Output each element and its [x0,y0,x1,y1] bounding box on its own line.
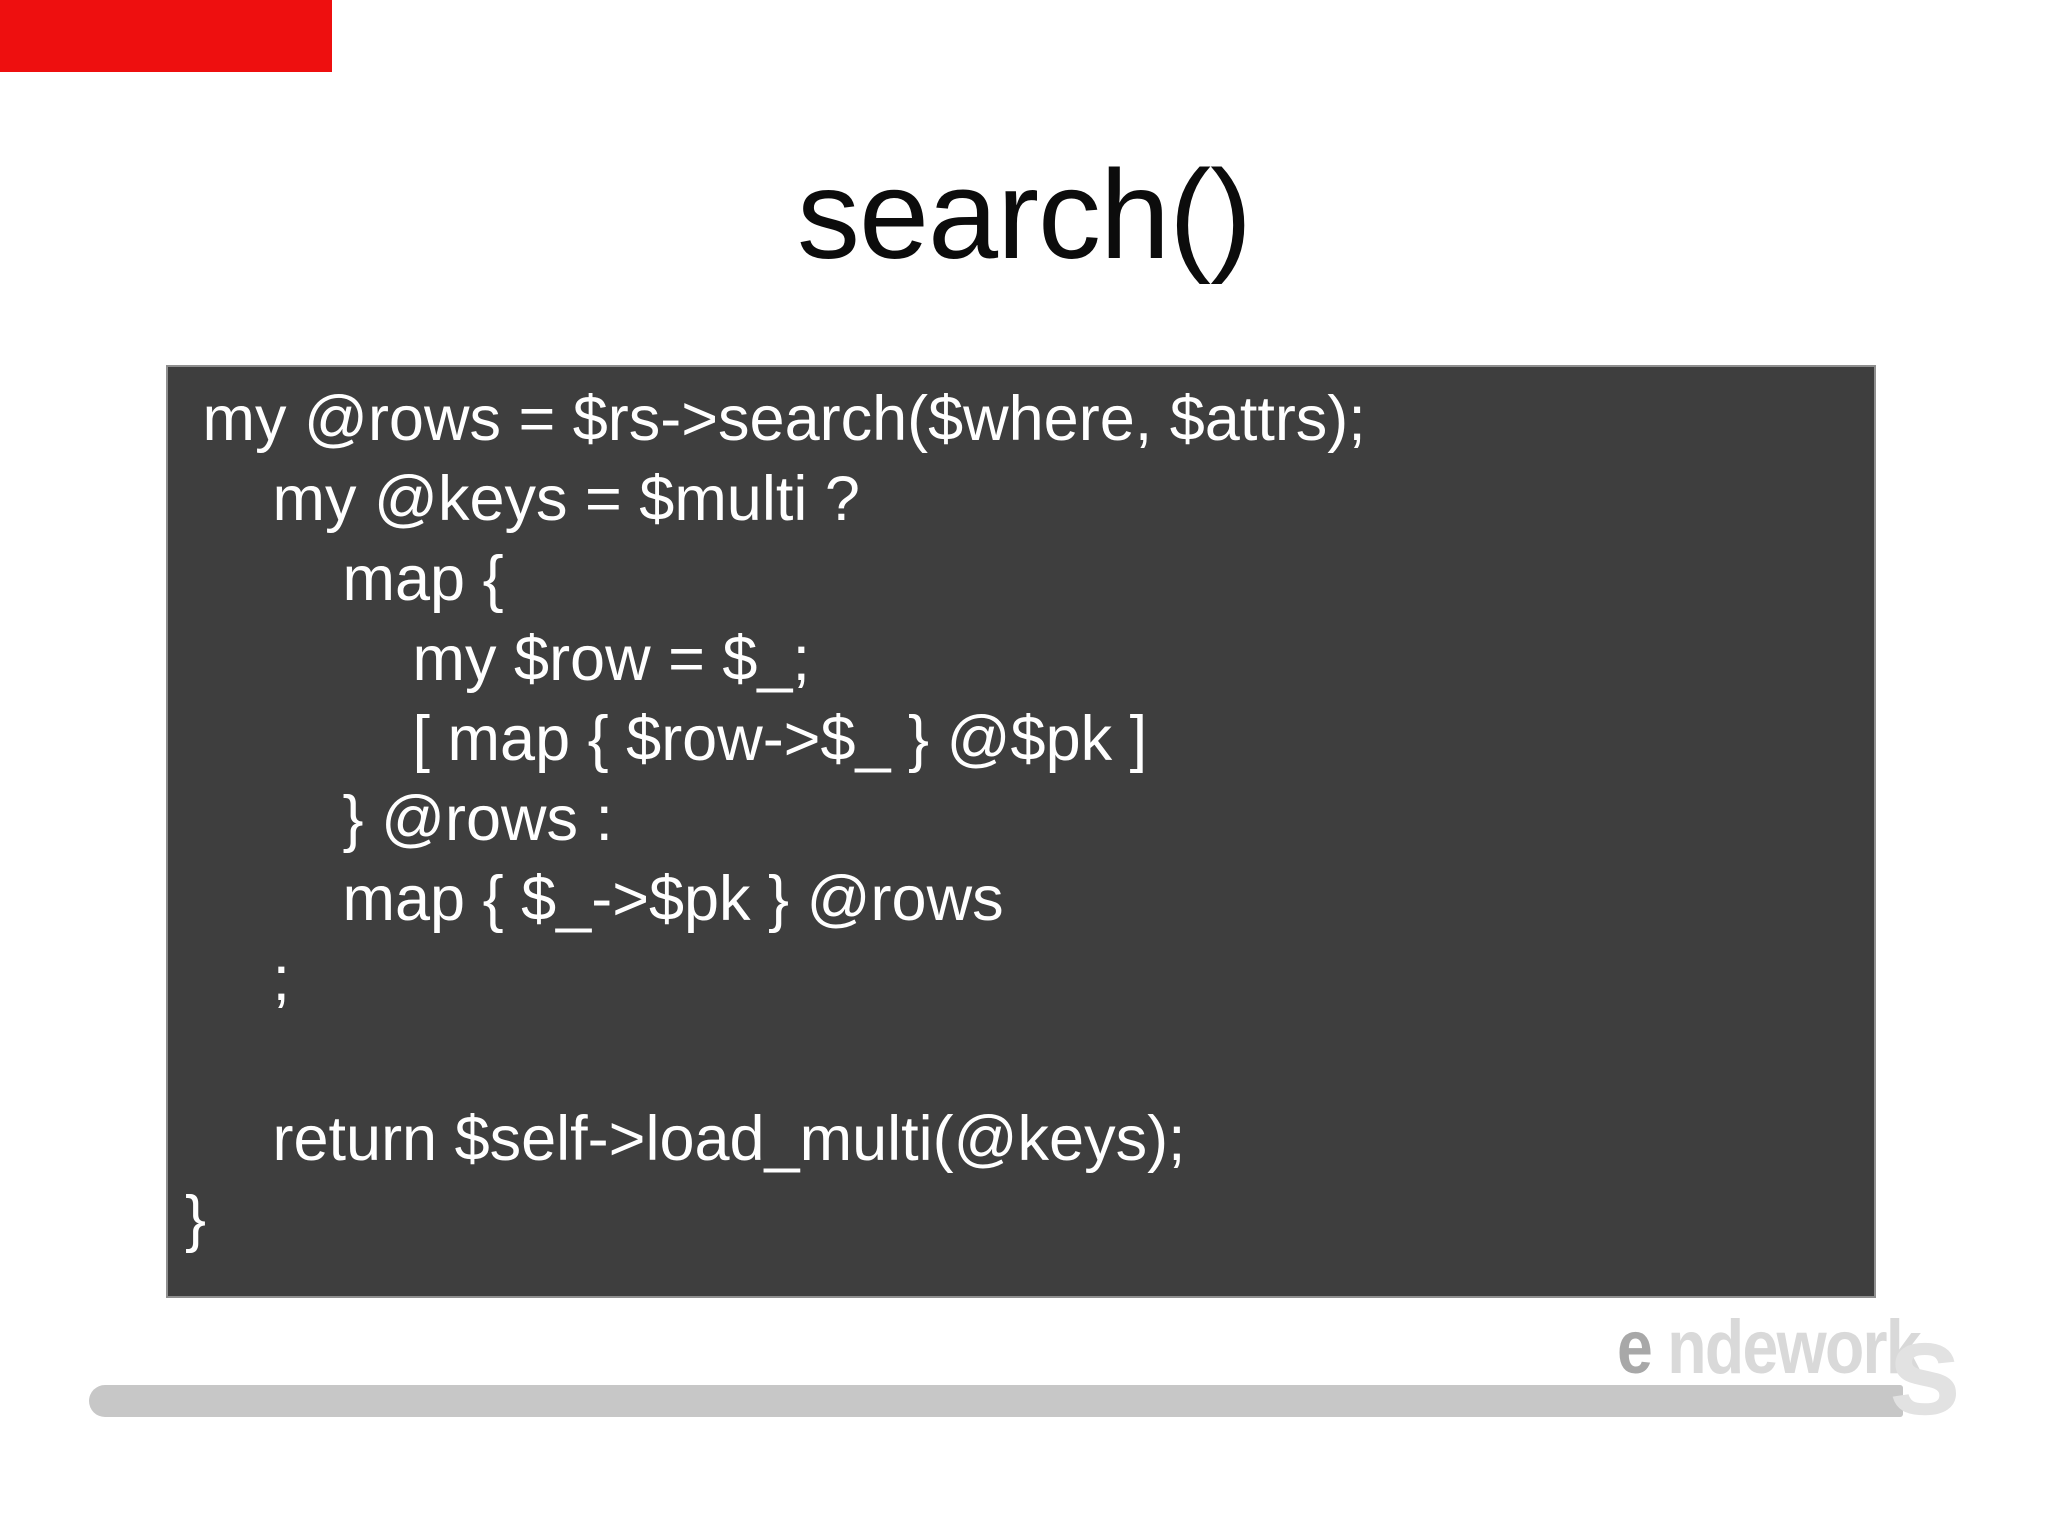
logo-letters: ndework [1667,1305,1922,1390]
footer-bar [89,1385,1903,1417]
red-indicator-bar [0,0,332,72]
code-block: my @rows = $rs->search($where, $attrs); … [166,365,1876,1298]
logo-big-s: s [1888,1300,1961,1440]
logo-letter-e: e [1617,1305,1651,1390]
svg-text:e ndework: e ndework [1617,1305,1922,1390]
slide-title: search() [796,144,1252,285]
code-text: my @rows = $rs->search($where, $attrs); … [185,384,1366,1254]
endeworks-logo: e ndework s [1617,1300,1961,1440]
